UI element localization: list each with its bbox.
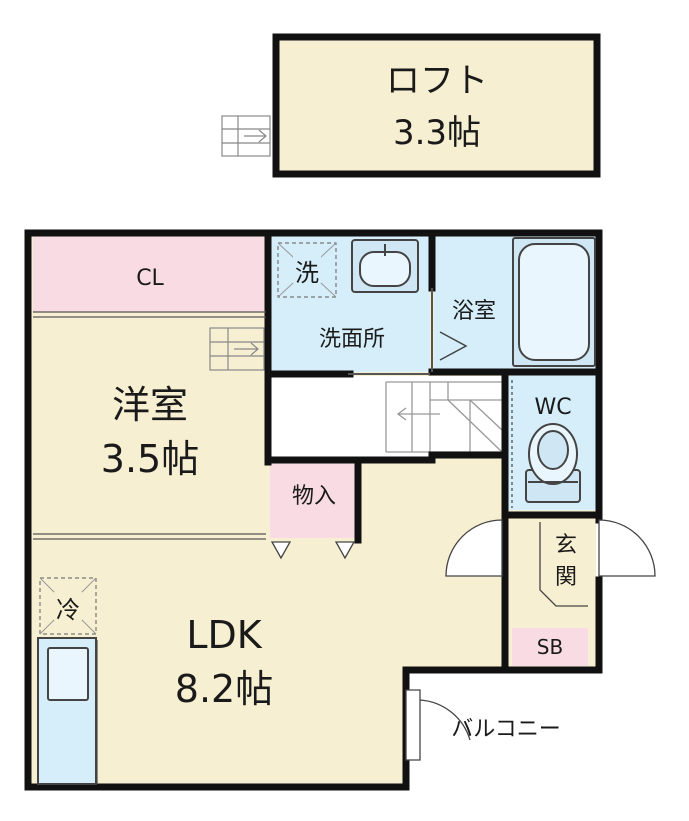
ldk-size: 8.2帖 xyxy=(175,667,273,711)
bath-door-icon xyxy=(439,331,468,361)
washer-icon: 洗 xyxy=(277,242,337,298)
door-swing-icon xyxy=(405,519,656,761)
closet-label: CL xyxy=(136,266,164,291)
washroom-label: 洗面所 xyxy=(319,327,385,352)
closet-floor xyxy=(33,236,266,312)
storage-door-icon xyxy=(270,541,356,560)
sink-icon xyxy=(351,239,419,293)
balcony-floor xyxy=(406,672,596,784)
toilet-icon xyxy=(525,423,581,503)
western-room-name: 洋室 xyxy=(112,383,188,427)
fridge-icon: 冷 xyxy=(39,577,97,635)
ladder-icon xyxy=(221,115,271,157)
storage-label: 物入 xyxy=(292,484,336,509)
fridge-label: 冷 xyxy=(56,596,80,624)
western-room-size: 3.5帖 xyxy=(101,437,199,481)
bath-label: 浴室 xyxy=(452,299,496,324)
loft-size: 3.3帖 xyxy=(393,113,481,153)
entrance-label-1: 玄 xyxy=(555,533,577,558)
storage-floor xyxy=(270,460,356,538)
ldk-name: LDK xyxy=(186,613,262,657)
washer-label: 洗 xyxy=(295,259,319,287)
shoe-box-label: SB xyxy=(537,635,563,659)
kitchen-counter xyxy=(37,637,97,785)
bathtub-icon xyxy=(512,237,596,367)
shoe-box-floor xyxy=(512,628,588,666)
entrance-label-2: 関 xyxy=(555,565,577,590)
balcony-label: バルコニー xyxy=(451,717,561,742)
loft-floor xyxy=(272,33,601,178)
ladder-icon xyxy=(209,327,265,371)
walls xyxy=(24,229,603,791)
loft-name: ロフト xyxy=(386,61,488,101)
loft: ロフト 3.3帖 xyxy=(221,33,601,178)
wc-label: WC xyxy=(534,395,571,420)
